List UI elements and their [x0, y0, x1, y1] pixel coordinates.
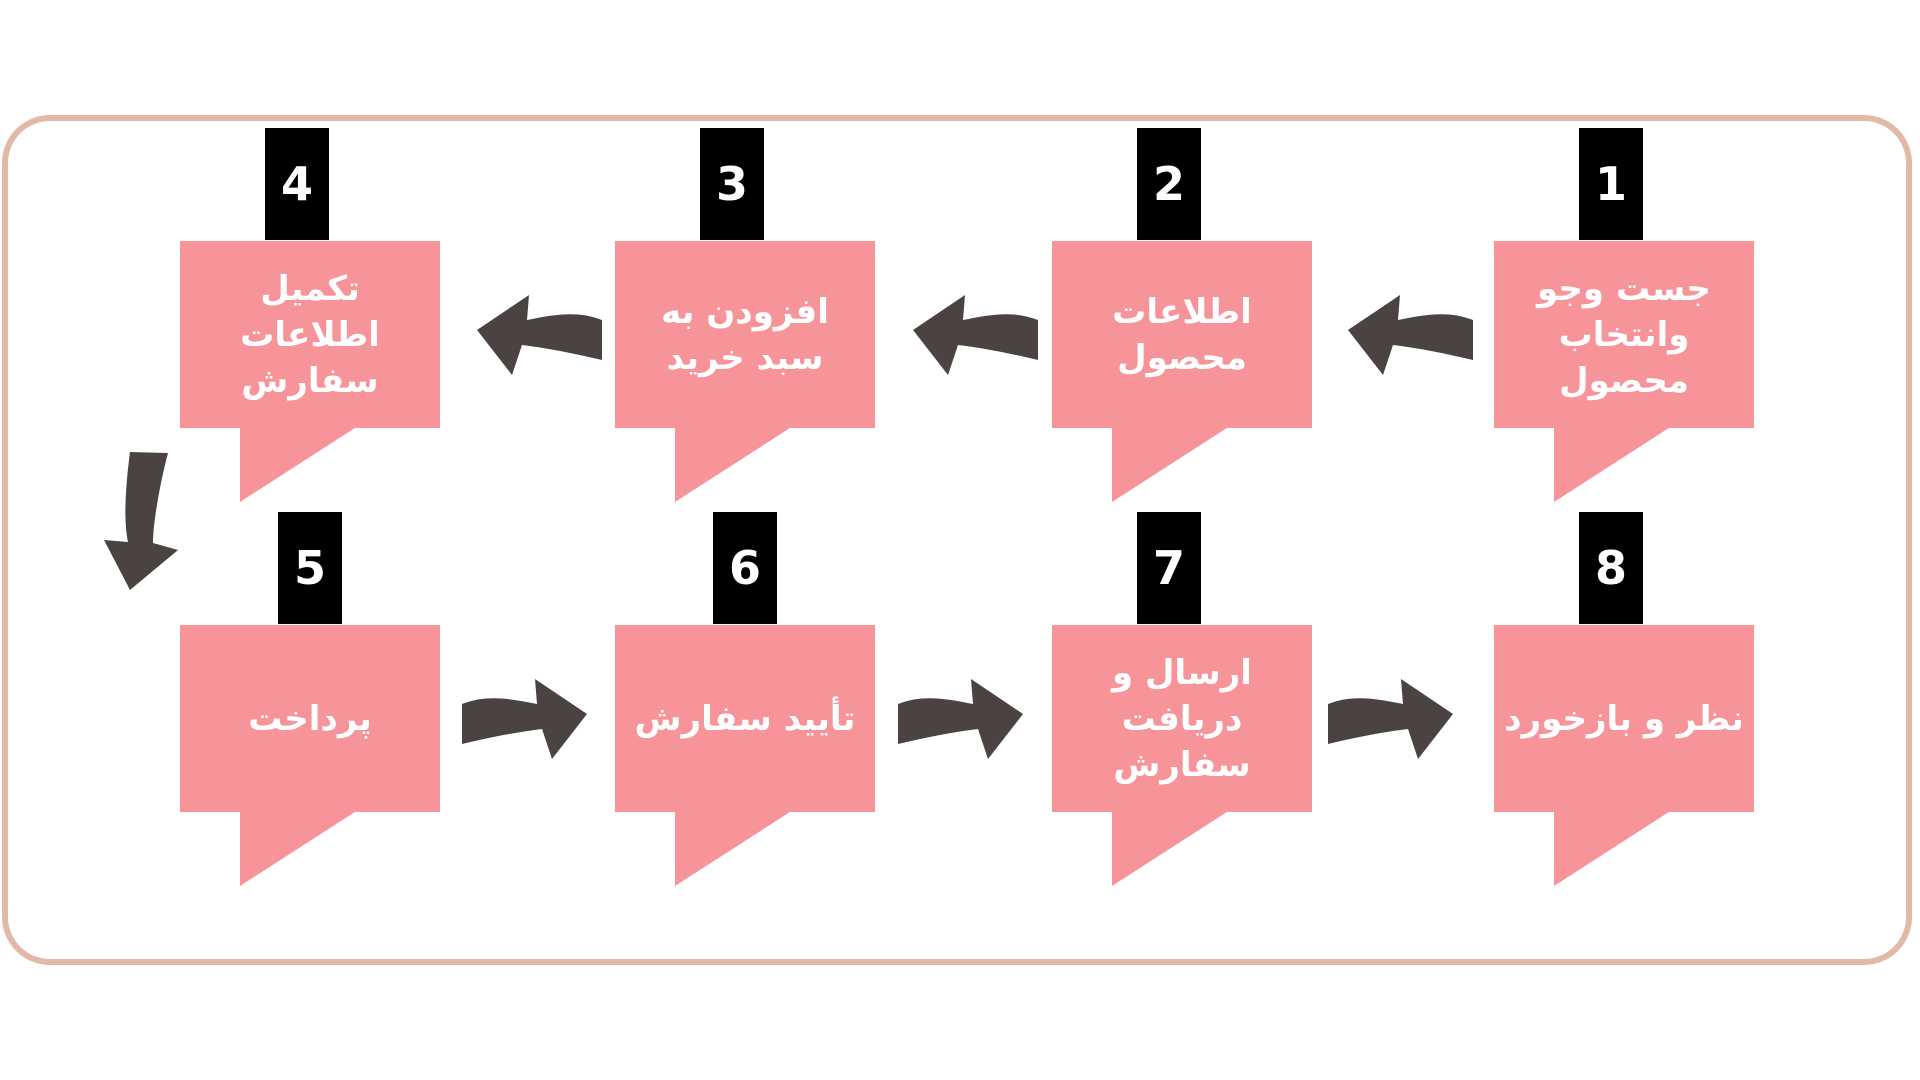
bubble-tail	[675, 426, 793, 502]
bubble-tail	[240, 426, 358, 502]
step-8: 8 نظر و بازخورد	[1494, 512, 1754, 886]
step-label: نظر و بازخورد	[1494, 625, 1754, 812]
bubble-tail	[1112, 810, 1230, 886]
step-5: 5 پرداخت	[180, 512, 440, 886]
step-6: 6 تأیید سفارش	[615, 512, 875, 886]
step-label: تأیید سفارش	[615, 625, 875, 812]
step-label: افزودن به سبد خرید	[615, 241, 875, 428]
step-1: 1 جست وجو وانتخاب محصول	[1494, 128, 1754, 502]
step-number: 3	[700, 128, 764, 240]
arrow-down-4-5	[104, 452, 178, 590]
step-number: 8	[1579, 512, 1643, 624]
arrow-right-6-7	[898, 679, 1023, 759]
step-label: جست وجو وانتخاب محصول	[1494, 241, 1754, 428]
arrow-right-5-6	[462, 679, 587, 759]
bubble-tail	[675, 810, 793, 886]
step-number: 4	[265, 128, 329, 240]
arrow-left-2-3	[913, 295, 1038, 375]
step-3: 3 افزودن به سبد خرید	[615, 128, 875, 502]
step-label: پرداخت	[180, 625, 440, 812]
step-label: اطلاعات محصول	[1052, 241, 1312, 428]
step-4: 4 تکمیل اطلاعات سفارش	[180, 128, 440, 502]
step-number: 6	[713, 512, 777, 624]
arrow-left-1-2	[1348, 295, 1473, 375]
step-number: 2	[1137, 128, 1201, 240]
step-7: 7 ارسال و دریافت سفارش	[1052, 512, 1312, 886]
arrow-left-3-4	[477, 295, 602, 375]
step-number: 7	[1137, 512, 1201, 624]
step-number: 1	[1579, 128, 1643, 240]
bubble-tail	[1554, 426, 1672, 502]
step-number: 5	[278, 512, 342, 624]
bubble-tail	[240, 810, 358, 886]
step-label: ارسال و دریافت سفارش	[1052, 625, 1312, 812]
step-label: تکمیل اطلاعات سفارش	[180, 241, 440, 428]
arrow-right-7-8	[1328, 679, 1453, 759]
step-2: 2 اطلاعات محصول	[1052, 128, 1312, 502]
bubble-tail	[1112, 426, 1230, 502]
bubble-tail	[1554, 810, 1672, 886]
